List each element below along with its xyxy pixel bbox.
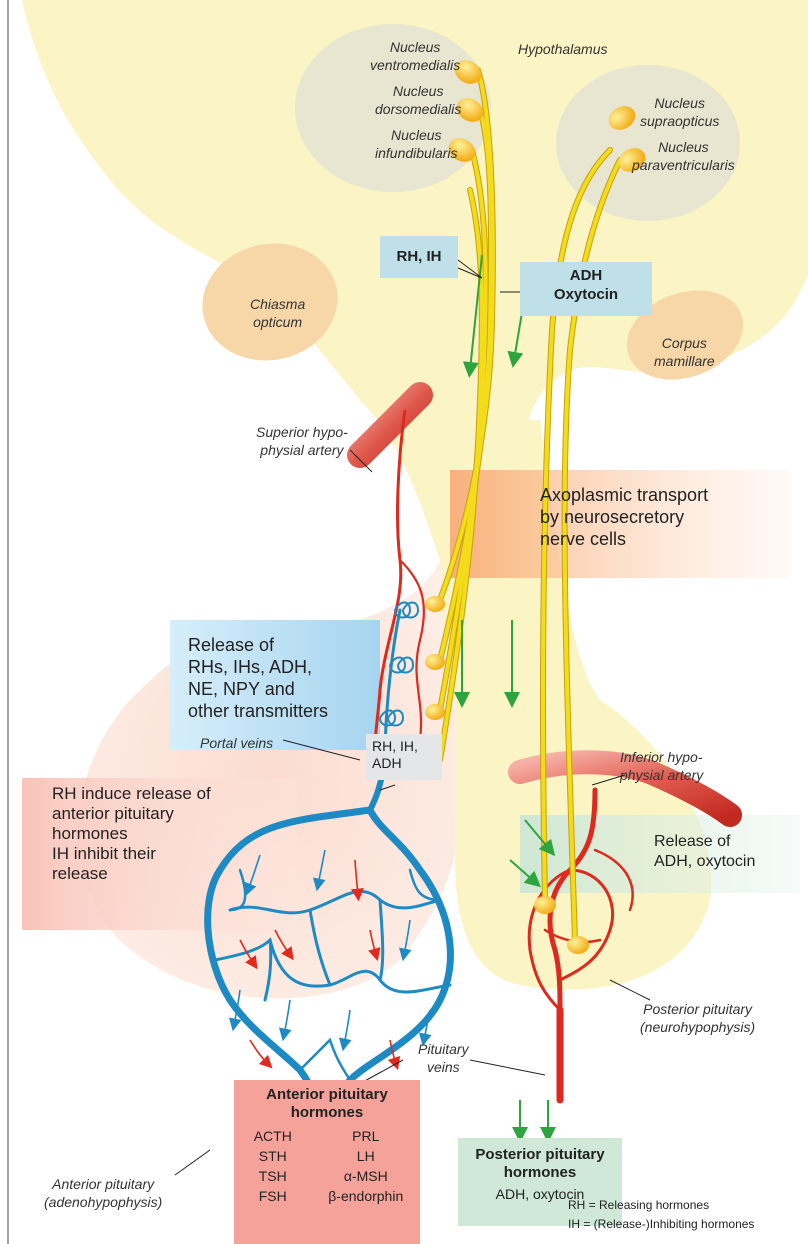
box-line: anterior pituitary: [52, 804, 211, 824]
posterior-hormones-title: Posterior pituitary hormones: [458, 1138, 622, 1182]
title-line: Posterior pituitary: [475, 1146, 604, 1163]
release-adh-text: Release of ADH, oxytocin: [654, 832, 755, 872]
label-line: Anterior pituitary: [52, 1176, 154, 1192]
label-nucleus-ventromedialis: Nucleus ventromedialis: [370, 38, 460, 74]
label-portal-veins: Portal veins: [200, 734, 273, 752]
legend-line: IH = (Release-)Inhibiting hormones: [568, 1217, 754, 1231]
tag-rh-ih-adh: RH, IH, ADH: [366, 734, 442, 780]
label-line: supraopticus: [640, 113, 719, 129]
label-line: Chiasma: [250, 296, 305, 312]
label-nucleus-infundibularis: Nucleus infundibularis: [375, 126, 458, 162]
heading-line: Anterior pituitary: [266, 1086, 388, 1103]
label-line: Inferior hypo-: [620, 749, 702, 765]
tag-rh-ih: RH, IH: [380, 236, 458, 278]
label-pituitary-veins: Pituitary veins: [418, 1040, 469, 1076]
box-line: ADH, oxytocin: [654, 852, 755, 872]
hormone-item: TSH: [234, 1166, 312, 1186]
anterior-hormones-panel: Anterior pituitary hormones ACTH PRL STH…: [234, 1080, 420, 1244]
label-line: (adenohypophysis): [44, 1194, 162, 1210]
label-chiasma-opticum: Chiasma opticum: [250, 295, 305, 331]
box-line: NE, NPY and: [188, 678, 328, 700]
label-line: dorsomedialis: [375, 101, 461, 117]
label-line: Nucleus: [390, 39, 441, 55]
label-inferior-artery: Inferior hypo- physial artery: [620, 748, 703, 784]
title-line: hormones: [504, 1164, 577, 1181]
label-corpus-mamillare: Corpus mamillare: [654, 334, 715, 370]
label-line: Corpus: [662, 335, 707, 351]
tag-adh-oxytocin: ADH Oxytocin: [520, 262, 652, 316]
tag-line: ADH: [570, 267, 603, 284]
label-line: ventromedialis: [370, 57, 460, 73]
label-line: veins: [427, 1059, 460, 1075]
hormone-item: FSH: [234, 1186, 312, 1206]
box-line: Axoplasmic transport: [540, 484, 708, 506]
box-line: by neurosecretory: [540, 506, 708, 528]
hormone-item: STH: [234, 1146, 312, 1166]
label-line: mamillare: [654, 353, 715, 369]
label-line: Superior hypo-: [256, 424, 348, 440]
box-line: RHs, IHs, ADH,: [188, 656, 328, 678]
label-line: (neurohypophysis): [640, 1019, 755, 1035]
release-transmitters-text: Release of RHs, IHs, ADH, NE, NPY and ot…: [188, 634, 328, 722]
label-line: infundibularis: [375, 145, 458, 161]
label-line: Nucleus: [658, 139, 709, 155]
box-line: Release of: [188, 634, 328, 656]
hormone-item: ACTH: [234, 1126, 312, 1146]
label-posterior-pituitary: Posterior pituitary (neurohypophysis): [640, 1000, 755, 1036]
axoplasmic-transport-text: Axoplasmic transport by neurosecretory n…: [540, 484, 708, 550]
box-line: nerve cells: [540, 528, 708, 550]
label-line: Nucleus: [391, 127, 442, 143]
box-line: other transmitters: [188, 700, 328, 722]
hormone-item: α-MSH: [312, 1166, 421, 1186]
tag-line: RH, IH,: [372, 738, 418, 754]
heading-line: hormones: [291, 1104, 364, 1121]
label-nucleus-supraopticus: Nucleus supraopticus: [640, 94, 719, 130]
box-line: release: [52, 864, 211, 884]
rh-induce-text: RH induce release of anterior pituitary …: [52, 784, 211, 884]
label-line: Nucleus: [654, 95, 705, 111]
label-line: opticum: [253, 314, 302, 330]
label-line: Posterior pituitary: [643, 1001, 752, 1017]
label-nucleus-dorsomedialis: Nucleus dorsomedialis: [375, 82, 461, 118]
hormone-item: β-endorphin: [312, 1186, 421, 1206]
tag-line: Oxytocin: [554, 286, 618, 303]
label-line: physial artery: [620, 767, 703, 783]
box-line: RH induce release of: [52, 784, 211, 804]
label-hypothalamus: Hypothalamus: [518, 40, 608, 58]
label-line: Nucleus: [393, 83, 444, 99]
label-line: paraventricularis: [632, 157, 735, 173]
label-anterior-pituitary: Anterior pituitary (adenohypophysis): [44, 1175, 162, 1211]
anterior-hormones-list: ACTH PRL STH LH TSH α-MSH FSH β-endorphi…: [234, 1126, 420, 1206]
hormone-item: PRL: [312, 1126, 421, 1146]
label-line: Pituitary: [418, 1041, 469, 1057]
tag-line: ADH: [372, 755, 402, 771]
box-line: hormones: [52, 824, 211, 844]
label-superior-artery: Superior hypo- physial artery: [256, 423, 348, 459]
anterior-hormones-heading: Anterior pituitary hormones: [234, 1080, 420, 1122]
label-nucleus-paraventricularis: Nucleus paraventricularis: [632, 138, 735, 174]
label-line: physial artery: [260, 442, 343, 458]
legend-line: RH = Releasing hormones: [568, 1198, 709, 1212]
box-line: Release of: [654, 832, 755, 852]
hormone-item: LH: [312, 1146, 421, 1166]
box-line: IH inhibit their: [52, 844, 211, 864]
abbreviation-legend: RH = Releasing hormones IH = (Release-)I…: [568, 1196, 754, 1234]
